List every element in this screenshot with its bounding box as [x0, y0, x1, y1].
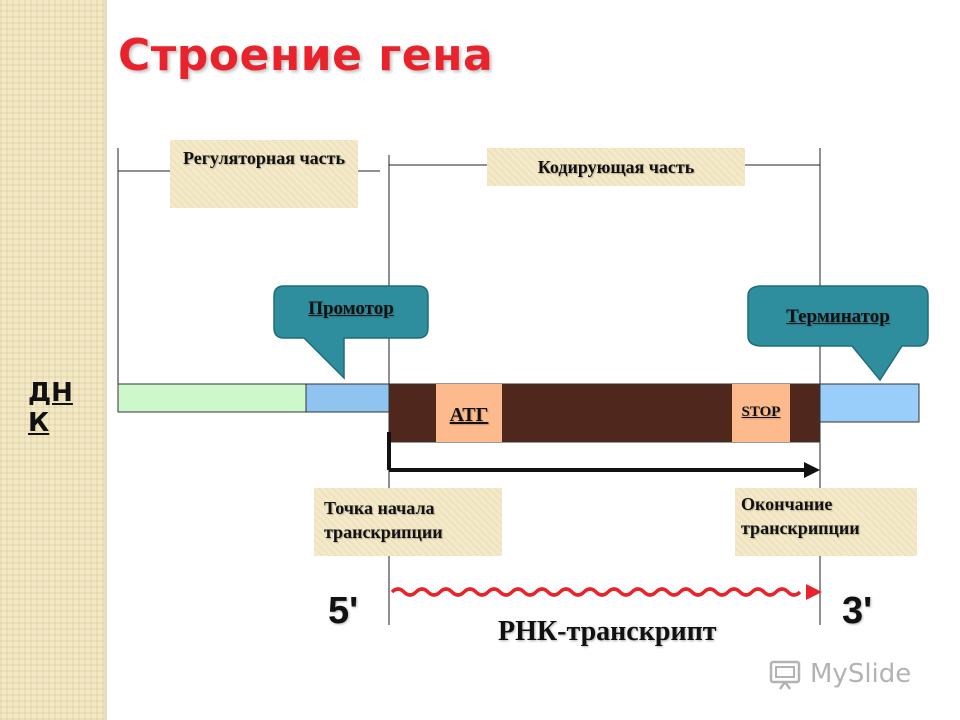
atg-codon-box	[436, 384, 502, 442]
coding-part-label: Кодирующая часть	[487, 148, 745, 186]
side-decor-strip	[0, 0, 107, 720]
rna-transcript-label: РНК-транскрипт	[498, 616, 717, 647]
terminator-segment	[819, 383, 920, 423]
transcription-arrowhead	[804, 462, 820, 478]
regulatory-segment	[117, 383, 307, 413]
rna-wave	[390, 587, 802, 597]
promoter-label: Промотор	[308, 298, 394, 319]
page-title: Строение гена	[118, 30, 494, 81]
dna-label: ДН К	[28, 378, 73, 438]
terminator-callout	[747, 285, 929, 382]
five-prime-label: 5'	[328, 590, 359, 632]
slide-icon	[769, 660, 801, 690]
transcription-end-label: Окончание транскрипции	[735, 488, 917, 556]
regulatory-part-label: Регуляторная часть	[170, 140, 358, 208]
atg-codon-label: АТГ	[449, 404, 489, 426]
three-prime-label: 3'	[842, 590, 873, 632]
terminator-label: Терминатор	[786, 306, 890, 327]
stop-codon-box	[732, 384, 790, 442]
transcription-start-label: Точка начала транскрипции	[314, 488, 502, 556]
watermark-logo: MySlide	[768, 656, 911, 692]
watermark-text: MySlide	[810, 659, 912, 689]
rna-arrowhead	[806, 584, 822, 600]
promoter-segment	[305, 383, 390, 413]
stop-codon-label: STOP	[741, 404, 781, 420]
promoter-callout	[273, 285, 429, 380]
